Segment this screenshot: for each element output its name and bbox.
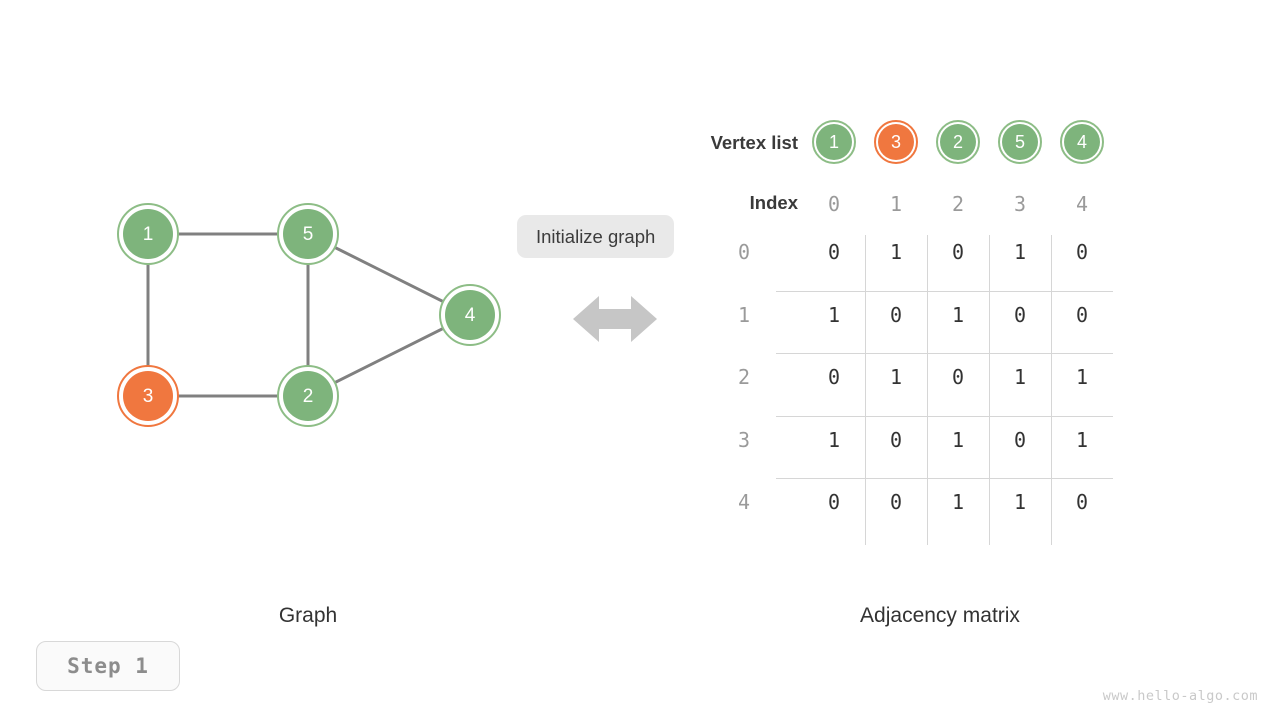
vertex-circle-label: 3: [890, 132, 901, 152]
graph-node-2[interactable]: 2: [277, 365, 339, 427]
row-index-3: 3: [737, 427, 751, 452]
graph-diagram: 1 5 4 3 2: [117, 203, 501, 427]
matrix-cell-0-1: 1: [889, 240, 903, 264]
graph-node-1[interactable]: 1: [117, 203, 179, 265]
node-label: 5: [303, 224, 314, 245]
row-index-0: 0: [737, 240, 751, 264]
matrix-cell-3-0: 1: [827, 427, 841, 452]
matrix-cell-3-2: 1: [951, 427, 965, 452]
matrix-cell-4-3: 1: [1013, 490, 1027, 514]
matrix-cell-0-3: 1: [1013, 240, 1027, 264]
vertex-circle-label: 1: [828, 132, 839, 152]
vertex-circle-body: 1: [816, 124, 852, 160]
step-badge: Step 1: [36, 641, 180, 691]
index-label: Index: [749, 192, 798, 213]
matrix-cell-1-1: 0: [889, 302, 903, 327]
column-index-4: 4: [1075, 192, 1089, 216]
vertex-circle-label: 5: [1014, 132, 1025, 152]
vertex-list-item-3[interactable]: 3: [874, 120, 918, 164]
matrix-cell-2-2: 0: [951, 365, 965, 389]
column-index-2: 2: [951, 192, 965, 216]
matrix-cell-0-2: 0: [951, 240, 965, 264]
double-headed-arrow-icon: [573, 296, 657, 342]
matrix-cell-4-0: 0: [827, 490, 841, 514]
matrix-cell-2-0: 0: [827, 365, 841, 389]
vertex-circle-label: 4: [1076, 132, 1087, 152]
row-index-4: 4: [737, 490, 751, 514]
matrix-cell-0-4: 0: [1075, 240, 1089, 264]
column-index-0: 0: [827, 192, 841, 216]
column-index-1: 1: [889, 192, 903, 216]
matrix-cell-0-0: 0: [827, 240, 841, 264]
node-label: 4: [465, 305, 476, 326]
node-body: [283, 371, 333, 421]
vertex-list-item-5[interactable]: 5: [998, 120, 1042, 164]
matrix-cell-2-1: 1: [889, 365, 903, 389]
matrix-horizontal-gridline: [776, 478, 1113, 479]
operation-badge: Initialize graph: [517, 215, 675, 259]
row-index-1: 1: [737, 302, 751, 327]
matrix-horizontal-gridline: [776, 415, 1113, 417]
vertex-list-label: Vertex list: [710, 132, 798, 153]
matrix-cell-4-2: 1: [951, 490, 965, 514]
vertex-circle-body: 4: [1064, 124, 1100, 160]
node-label: 1: [143, 224, 154, 245]
graph-panel: 1 5 4 3 2: [0, 0, 520, 560]
node-body: [123, 209, 173, 259]
graph-node-3[interactable]: 3: [117, 365, 179, 427]
graph-node-5[interactable]: 5: [277, 203, 339, 265]
vertex-list-item-4[interactable]: 4: [1060, 120, 1104, 164]
node-body: [445, 290, 495, 340]
matrix-cell-1-2: 1: [951, 302, 965, 327]
matrix-vertical-gridline: [1051, 235, 1052, 545]
vertex-circle-body: 3: [878, 124, 914, 160]
column-index-3: 3: [1013, 192, 1027, 216]
graph-caption: Graph: [278, 604, 338, 627]
row-index-2: 2: [737, 365, 751, 389]
vertex-list-item-1[interactable]: 1: [812, 120, 856, 164]
graph-node-group: 1 5 4 3 2: [117, 203, 501, 427]
vertex-circle-label: 2: [952, 132, 963, 152]
matrix-cell-1-4: 0: [1075, 302, 1089, 327]
watermark: www.hello-algo.com: [1102, 688, 1258, 704]
matrix-cell-1-3: 0: [1013, 302, 1027, 327]
adjacency-matrix-panel: Vertex list Index 1 3 2 5 4 0 1 2 3 4 0 0 1 0 1 0 1 1 0 1…: [620, 50, 1160, 545]
matrix-cell-1-0: 1: [827, 302, 841, 327]
vertex-circle-body: 5: [1002, 124, 1038, 160]
double-arrow-icon: [573, 294, 657, 349]
matrix-horizontal-gridline: [776, 353, 1113, 354]
matrix-cell-3-3: 0: [1013, 427, 1027, 452]
node-body: [283, 209, 333, 259]
node-body: [123, 371, 173, 421]
matrix-cell-2-4: 1: [1075, 365, 1089, 389]
matrix-cell-3-1: 0: [889, 427, 903, 452]
matrix-horizontal-gridline: [776, 290, 1113, 292]
matrix-vertical-gridline: [927, 235, 928, 545]
matrix-cell-2-3: 1: [1013, 365, 1027, 389]
vertex-circle-body: 2: [940, 124, 976, 160]
node-label: 3: [143, 386, 154, 407]
matrix-caption: Adjacency matrix: [860, 604, 1020, 627]
matrix-vertical-gridline: [989, 235, 990, 545]
graph-node-4[interactable]: 4: [439, 284, 501, 346]
node-label: 2: [303, 386, 314, 407]
matrix-cell-4-4: 0: [1075, 490, 1089, 514]
matrix-vertical-gridline: [865, 235, 866, 545]
vertex-list-item-2[interactable]: 2: [936, 120, 980, 164]
matrix-cell-4-1: 0: [889, 490, 903, 514]
matrix-cell-3-4: 1: [1075, 427, 1089, 452]
